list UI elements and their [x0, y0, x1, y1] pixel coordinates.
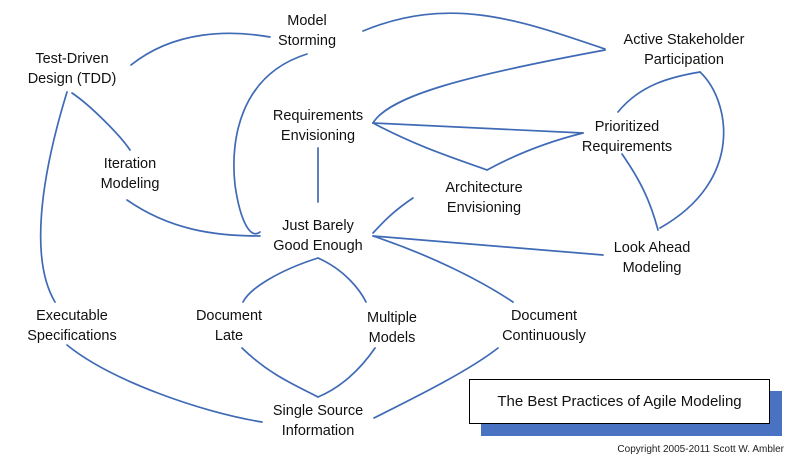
connector-line: [373, 347, 499, 419]
connector-line: [621, 153, 659, 231]
node-label-line: Modeling: [623, 260, 682, 276]
node-label-line: Multiple: [367, 310, 417, 326]
connector-line: [241, 347, 319, 398]
connector-line: [126, 199, 261, 237]
node-label-line: Late: [215, 328, 243, 344]
node-label-line: Requirements: [582, 139, 672, 155]
connector-line: [39, 91, 68, 303]
connector-line: [317, 257, 367, 303]
connector-line: [71, 92, 131, 151]
connector-line: [659, 71, 725, 229]
node-label-line: Single Source: [273, 403, 363, 419]
connector-line: [486, 132, 584, 171]
connector-line: [372, 122, 488, 171]
node-label-line: Iteration: [104, 156, 156, 172]
node-label-line: Active Stakeholder: [624, 32, 745, 48]
connector-line: [317, 347, 376, 398]
copyright-notice: Copyright 2005-2011 Scott W. Ambler: [617, 444, 784, 455]
node-label-line: Test-Driven: [35, 51, 108, 67]
node-label-line: Document: [511, 308, 577, 324]
node-label-line: Document: [196, 308, 262, 324]
node-label-line: Continuously: [502, 328, 587, 344]
node-label-line: Envisioning: [281, 128, 355, 144]
node-label-line: Participation: [644, 52, 724, 68]
connector-line: [617, 71, 701, 113]
connector-line: [362, 12, 606, 50]
node-label-line: Architecture: [445, 180, 522, 196]
connector-lines: [39, 12, 725, 423]
connector-line: [372, 235, 514, 303]
connector-line: [233, 53, 308, 235]
connector-line: [372, 122, 584, 134]
node-label-line: Models: [369, 330, 416, 346]
node-label-line: Executable: [36, 308, 108, 324]
connector-line: [242, 257, 319, 303]
diagram-title: The Best Practices of Agile Modeling: [469, 379, 770, 424]
node-label-line: Prioritized: [595, 119, 659, 135]
connector-line: [130, 32, 271, 66]
node-label-line: Good Enough: [273, 238, 363, 254]
node-label-line: Look Ahead: [614, 240, 691, 256]
connector-line: [372, 197, 414, 234]
connector-line: [372, 235, 604, 256]
node-label-line: Storming: [278, 33, 336, 49]
node-label-line: Information: [282, 423, 355, 439]
node-label-line: Requirements: [273, 108, 363, 124]
connector-line: [372, 49, 606, 124]
node-label-line: Modeling: [101, 176, 160, 192]
node-label-line: Model: [287, 13, 327, 29]
node-label-line: Design (TDD): [28, 71, 117, 87]
node-label-line: Specifications: [27, 328, 116, 344]
connector-line: [66, 344, 263, 423]
node-label-line: Envisioning: [447, 200, 521, 216]
node-label-line: Just Barely: [282, 218, 354, 234]
